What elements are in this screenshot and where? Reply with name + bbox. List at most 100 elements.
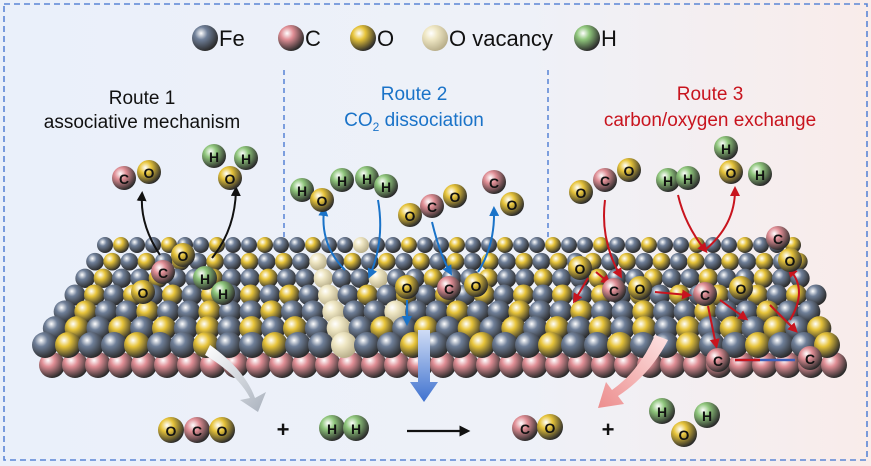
slab-carbon-atom bbox=[246, 352, 272, 378]
atom-symbol: H bbox=[362, 171, 372, 187]
atom-o: O bbox=[729, 276, 753, 300]
atom-symbol: C bbox=[489, 175, 499, 191]
atom-symbol: O bbox=[178, 248, 189, 264]
atom-symbol: C bbox=[427, 199, 437, 215]
atom-symbol: O bbox=[138, 285, 149, 301]
slab-iron-atom bbox=[584, 332, 610, 358]
product-h2o: HOH bbox=[649, 398, 720, 447]
atom-o: O bbox=[671, 421, 697, 447]
atom-c: C bbox=[184, 417, 210, 443]
slab-iron-atom bbox=[446, 332, 472, 358]
slab-iron-atom bbox=[289, 237, 305, 253]
slab-carbon-atom bbox=[821, 352, 847, 378]
slab-iron-atom bbox=[766, 284, 788, 306]
slab-iron-atom bbox=[308, 332, 334, 358]
atom-h: H bbox=[649, 398, 675, 424]
slab-iron-atom bbox=[273, 237, 289, 253]
slab-oxygen-atom bbox=[93, 268, 114, 289]
slab-iron-atom bbox=[649, 284, 671, 306]
slab-iron-atom bbox=[75, 268, 95, 289]
slab-iron-atom bbox=[216, 332, 242, 358]
slab-oxygen-atom bbox=[755, 252, 774, 271]
slab-iron-atom bbox=[704, 252, 722, 271]
atom-symbol: O bbox=[545, 420, 556, 436]
atom-c: C bbox=[512, 415, 538, 441]
atom-symbol: C bbox=[609, 283, 619, 299]
slab-oxygen-atom bbox=[412, 252, 430, 271]
atom-o: O bbox=[158, 417, 184, 443]
atom-symbol: H bbox=[657, 404, 667, 420]
atom-symbol: O bbox=[317, 193, 328, 209]
slab-carbon-atom bbox=[729, 352, 755, 378]
atom-h: H bbox=[676, 166, 700, 190]
slab-iron-atom bbox=[385, 237, 401, 253]
legend-label: Fe bbox=[219, 26, 245, 51]
atom-c: C bbox=[112, 166, 136, 190]
route-2-down-arrow bbox=[410, 330, 438, 402]
atom-h: H bbox=[290, 178, 314, 202]
atom-c: C bbox=[482, 170, 506, 194]
slab-oxygen-atom bbox=[533, 268, 553, 289]
route-3-down-arrow bbox=[598, 335, 668, 408]
slab-iron-atom bbox=[181, 284, 203, 306]
slab-oxygen-atom bbox=[206, 252, 225, 271]
route-3-subtitle: carbon/oxygen exchange bbox=[604, 110, 816, 131]
atom-symbol: O bbox=[144, 165, 155, 181]
atom-h: H bbox=[656, 168, 680, 192]
o-adsorbed-route2: O bbox=[395, 275, 419, 299]
atom-symbol: H bbox=[327, 421, 337, 437]
slab-iron-atom bbox=[772, 268, 792, 289]
route-1-title: Route 1 bbox=[109, 88, 176, 109]
slab-carbon-atom bbox=[591, 352, 617, 378]
co2-adsorbed-route1: OCO bbox=[131, 243, 195, 304]
slab-iron-atom bbox=[193, 237, 209, 253]
h2-adsorbed-route1: HH bbox=[193, 266, 235, 305]
slab-iron-atom bbox=[768, 332, 794, 358]
slab-oxygen-atom bbox=[357, 284, 378, 306]
slab-oxygen-atom bbox=[593, 237, 609, 253]
slab-iron-atom bbox=[240, 268, 260, 289]
atom-h: H bbox=[748, 162, 772, 186]
slab-carbon-atom bbox=[384, 352, 410, 378]
slab-iron-atom bbox=[337, 237, 353, 253]
slab-iron-atom bbox=[86, 252, 104, 271]
atom-c: C bbox=[420, 194, 444, 218]
slab-iron-atom bbox=[680, 268, 700, 289]
atom-symbol: C bbox=[119, 171, 129, 187]
c-lattice-route3-a: C bbox=[706, 348, 730, 372]
slab-iron-atom bbox=[337, 284, 359, 306]
route-1-arrow bbox=[136, 191, 161, 256]
slab-carbon-atom bbox=[522, 352, 548, 378]
slab-oxygen-atom bbox=[607, 332, 633, 358]
h2o-route2: HOH bbox=[290, 168, 354, 212]
atom-h: H bbox=[343, 415, 369, 441]
co-released-route3: CO bbox=[766, 226, 802, 272]
atom-symbol: H bbox=[663, 173, 673, 189]
atom-h: H bbox=[202, 144, 226, 168]
slab-iron-atom bbox=[292, 252, 310, 271]
slab-carbon-atom bbox=[361, 352, 387, 378]
co2-route3: OCO bbox=[569, 158, 641, 204]
slab-iron-atom bbox=[561, 332, 587, 358]
route-1-arrow bbox=[211, 186, 241, 259]
atom-h: H bbox=[211, 281, 235, 305]
route-2-title: Route 2 bbox=[381, 84, 448, 105]
route-2-arrow bbox=[367, 199, 382, 279]
slab-iron-atom bbox=[721, 237, 737, 253]
atom-symbol: O bbox=[405, 208, 416, 224]
slab-oxygen-atom bbox=[737, 237, 753, 253]
slab-oxygen-atom bbox=[446, 252, 465, 271]
slab-iron-atom bbox=[326, 252, 345, 271]
slab-iron-atom bbox=[32, 332, 58, 358]
slab-oxygen-atom bbox=[258, 268, 279, 289]
slab-oxygen-atom bbox=[552, 284, 573, 306]
slab-iron-atom bbox=[112, 268, 132, 289]
slab-iron-atom bbox=[257, 252, 276, 271]
slab-iron-atom bbox=[225, 237, 241, 253]
atom-symbol: O bbox=[726, 165, 737, 181]
atom-c: C bbox=[706, 348, 730, 372]
slab-carbon-atom bbox=[269, 352, 295, 378]
